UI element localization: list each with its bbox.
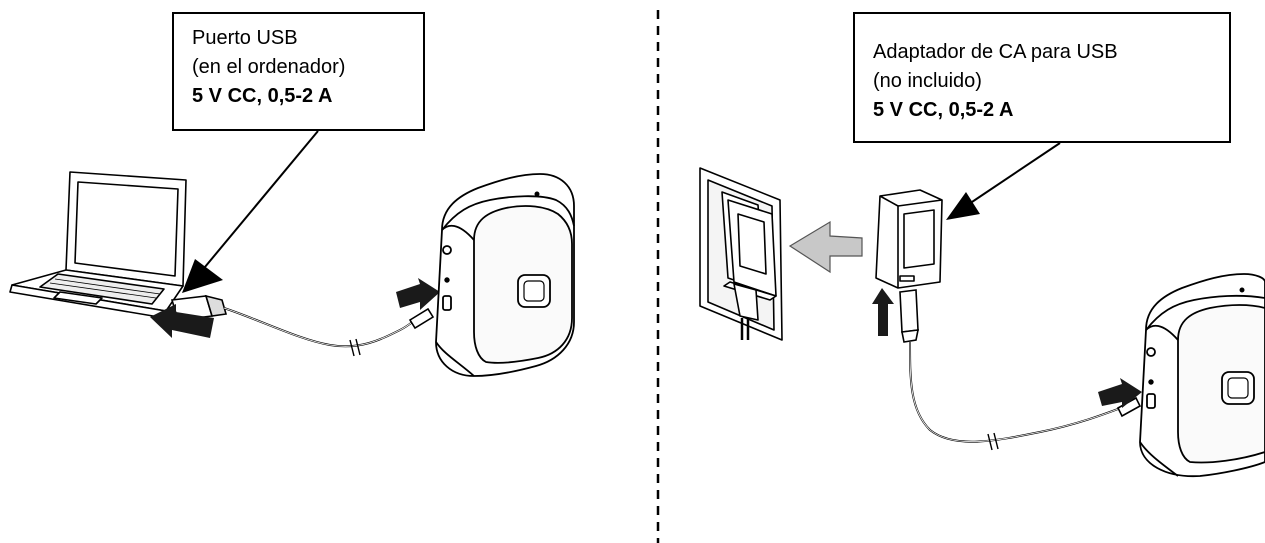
usb-ac-adapter-icon: [875, 189, 943, 289]
unplug-arrow-icon: [788, 220, 863, 274]
callout-usb-port: Puerto USB (en el ordenador) 5 V CC, 0,5…: [172, 12, 425, 131]
insert-arrow-icon: [1098, 378, 1142, 408]
insert-arrow-icon: [396, 278, 440, 310]
usb-cable-right: [909, 341, 1127, 443]
callout-subtitle: (en el ordenador): [192, 56, 346, 78]
printer-icon: [1139, 273, 1265, 478]
callout-title: Adaptador de CA para USB: [873, 41, 1118, 63]
usb-a-plug-icon: [899, 289, 920, 343]
usb-cable-left: [223, 307, 419, 348]
callout-pointer: [959, 142, 1061, 211]
insert-arrow-icon: [150, 304, 214, 338]
insert-arrow-icon: [872, 288, 894, 336]
callout-subtitle: (no incluido): [873, 70, 982, 92]
callout-title: Puerto USB: [192, 27, 298, 49]
micro-usb-plug-icon: [408, 307, 435, 330]
callout-spec: 5 V CC, 0,5-2 A: [192, 85, 333, 107]
laptop-icon: [9, 171, 187, 319]
callout-pointer: [189, 130, 319, 286]
callout-usb-ac-adapter: Adaptador de CA para USB (no incluido) 5…: [853, 12, 1231, 143]
printer-icon: [435, 173, 575, 377]
callout-spec: 5 V CC, 0,5-2 A: [873, 99, 1014, 121]
wall-outlet-icon: [699, 167, 783, 341]
